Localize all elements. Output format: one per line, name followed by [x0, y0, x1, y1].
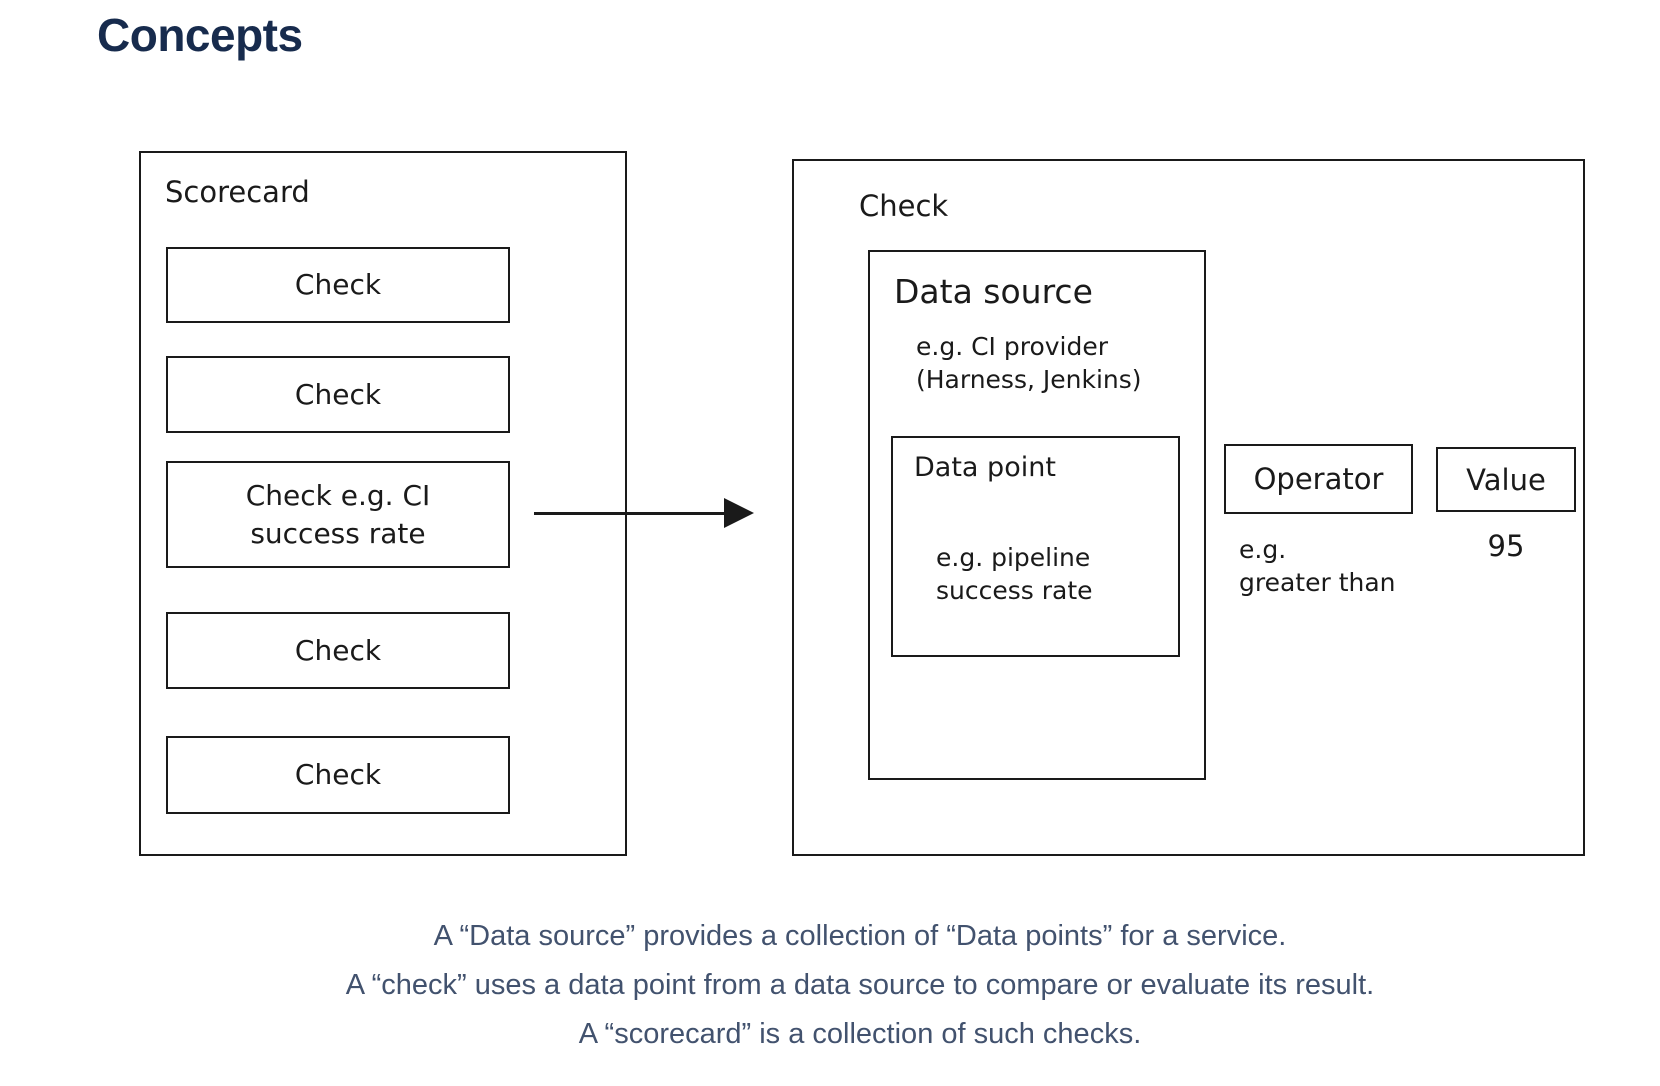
data-source-example: e.g. CI provider (Harness, Jenkins): [916, 332, 1142, 394]
data-source-box: Data source e.g. CI provider (Harness, J…: [868, 250, 1206, 780]
operator-box: Operator: [1224, 444, 1413, 514]
data-source-title: Data source: [894, 272, 1093, 311]
scorecard-container: Scorecard Check Check Check e.g. CI succ…: [139, 151, 627, 856]
caption-line-3: A “scorecard” is a collection of such ch…: [578, 1018, 1142, 1050]
caption-line-2: A “check” uses a data point from a data …: [345, 969, 1375, 1001]
scorecard-check-5: Check: [166, 736, 510, 814]
operator-example: e.g. greater than: [1239, 535, 1396, 597]
caption-block: A “Data source” provides a collection of…: [60, 912, 1660, 1059]
scorecard-check-4: Check: [166, 612, 510, 689]
caption-line-1: A “Data source” provides a collection of…: [433, 920, 1287, 952]
value-box: Value: [1436, 447, 1576, 512]
value-label: Value: [1466, 462, 1546, 497]
data-point-box: Data point e.g. pipeline success rate: [891, 436, 1180, 657]
data-point-title: Data point: [914, 452, 1056, 483]
scorecard-check-2: Check: [166, 356, 510, 433]
arrow-head-icon: [724, 498, 754, 528]
scorecard-check-ci-success-rate: Check e.g. CI success rate: [166, 461, 510, 568]
data-point-example: e.g. pipeline success rate: [936, 543, 1093, 605]
check-detail-container: Check Data source e.g. CI provider (Harn…: [792, 159, 1585, 856]
check-detail-label: Check: [859, 189, 949, 223]
operator-label: Operator: [1253, 462, 1384, 496]
arrow-line: [534, 512, 726, 515]
scorecard-check-1: Check: [166, 247, 510, 323]
scorecard-label: Scorecard: [165, 175, 310, 209]
value-example: 95: [1487, 529, 1525, 563]
page-title: Concepts: [97, 9, 303, 61]
